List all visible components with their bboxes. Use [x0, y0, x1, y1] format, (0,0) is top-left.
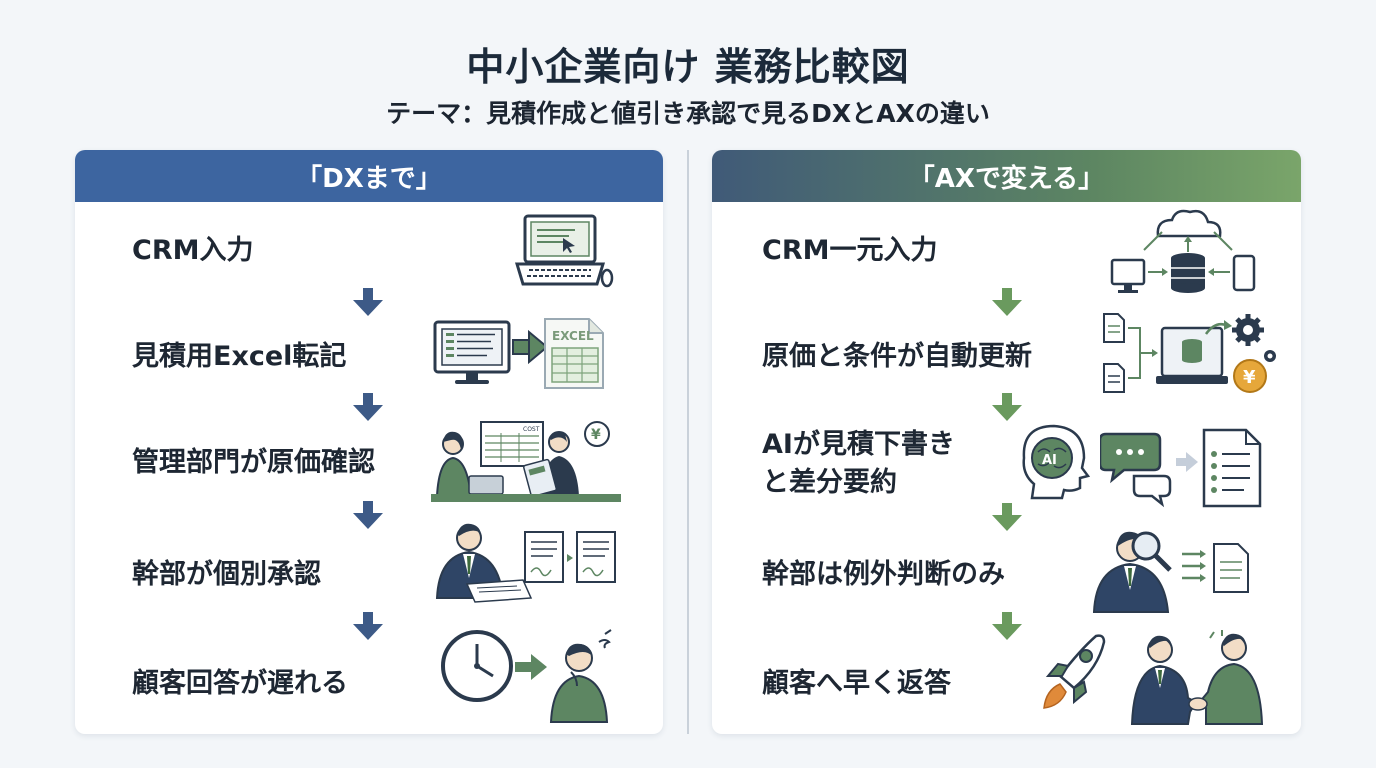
cloud-database-sync-icon [1110, 206, 1258, 302]
svg-text:AI: AI [1042, 453, 1057, 468]
dx-step-cost-check: 管理部門が原価確認 [132, 447, 375, 478]
dx-arrow-down-icon [353, 501, 383, 529]
executive-signing-icon [427, 518, 617, 604]
executive-magnifier-icon [1090, 524, 1262, 614]
laptop-icon [515, 212, 615, 294]
ax-panel: 「AXで変える」 CRM一元入力 原価と条件が自動更新 AIが見積下書き と差分… [712, 150, 1301, 734]
dx-panel-header: 「DXまで」 [75, 150, 663, 202]
ax-arrow-down-icon [992, 612, 1022, 640]
dx-step-exec-approval: 幹部が個別承認 [132, 559, 321, 590]
ax-arrow-down-icon [992, 288, 1022, 316]
dx-arrow-down-icon [353, 393, 383, 421]
dx-panel: 「DXまで」 CRM入力 見積用Excel転記 管理部門が原価確認 幹部が個別承… [75, 150, 663, 734]
ax-step-auto-update: 原価と条件が自動更新 [762, 341, 1032, 372]
ax-step-crm-unified-input: CRM一元入力 [762, 235, 938, 266]
ax-step-exception-only: 幹部は例外判断のみ [762, 559, 1005, 590]
chat-to-document-icon [1100, 428, 1266, 508]
rocket-icon [1038, 632, 1108, 718]
clock-to-customer-icon [439, 628, 625, 724]
dx-step-excel-transfer: 見積用Excel転記 [132, 341, 347, 372]
monitor-to-excel-icon [433, 318, 608, 390]
excel-file-icon: EXCEL [541, 316, 607, 392]
ax-step-ai-draft-line1: AIが見積下書き [762, 429, 955, 460]
dx-step-crm-input: CRM入力 [132, 235, 254, 266]
page-subtitle: テーマ：見積作成と値引き承認で見るDXとAXの違い [386, 99, 990, 128]
ax-step-fast-reply: 顧客へ早く返答 [762, 668, 951, 699]
ax-arrow-down-icon [992, 503, 1022, 531]
page-title: 中小企業向け 業務比較図 [466, 45, 910, 89]
ai-head-icon: AI [1014, 422, 1090, 500]
ax-panel-header: 「AXで変える」 [712, 150, 1301, 202]
dx-arrow-down-icon [353, 612, 383, 640]
svg-text:EXCEL: EXCEL [552, 329, 594, 343]
handshake-people-icon [1130, 628, 1266, 726]
ax-step-ai-draft-line2: と差分要約 [762, 467, 897, 498]
svg-text:¥: ¥ [1243, 367, 1256, 388]
dx-step-slow-reply: 顧客回答が遅れる [132, 668, 348, 699]
svg-text:COST: COST [523, 426, 540, 433]
ax-arrow-down-icon [992, 393, 1022, 421]
cost-check-people-icon: COST ¥ [431, 420, 621, 504]
svg-text:¥: ¥ [591, 427, 601, 443]
center-divider [687, 150, 689, 734]
dx-arrow-down-icon [353, 288, 383, 316]
auto-update-system-icon: ¥ [1100, 310, 1280, 398]
